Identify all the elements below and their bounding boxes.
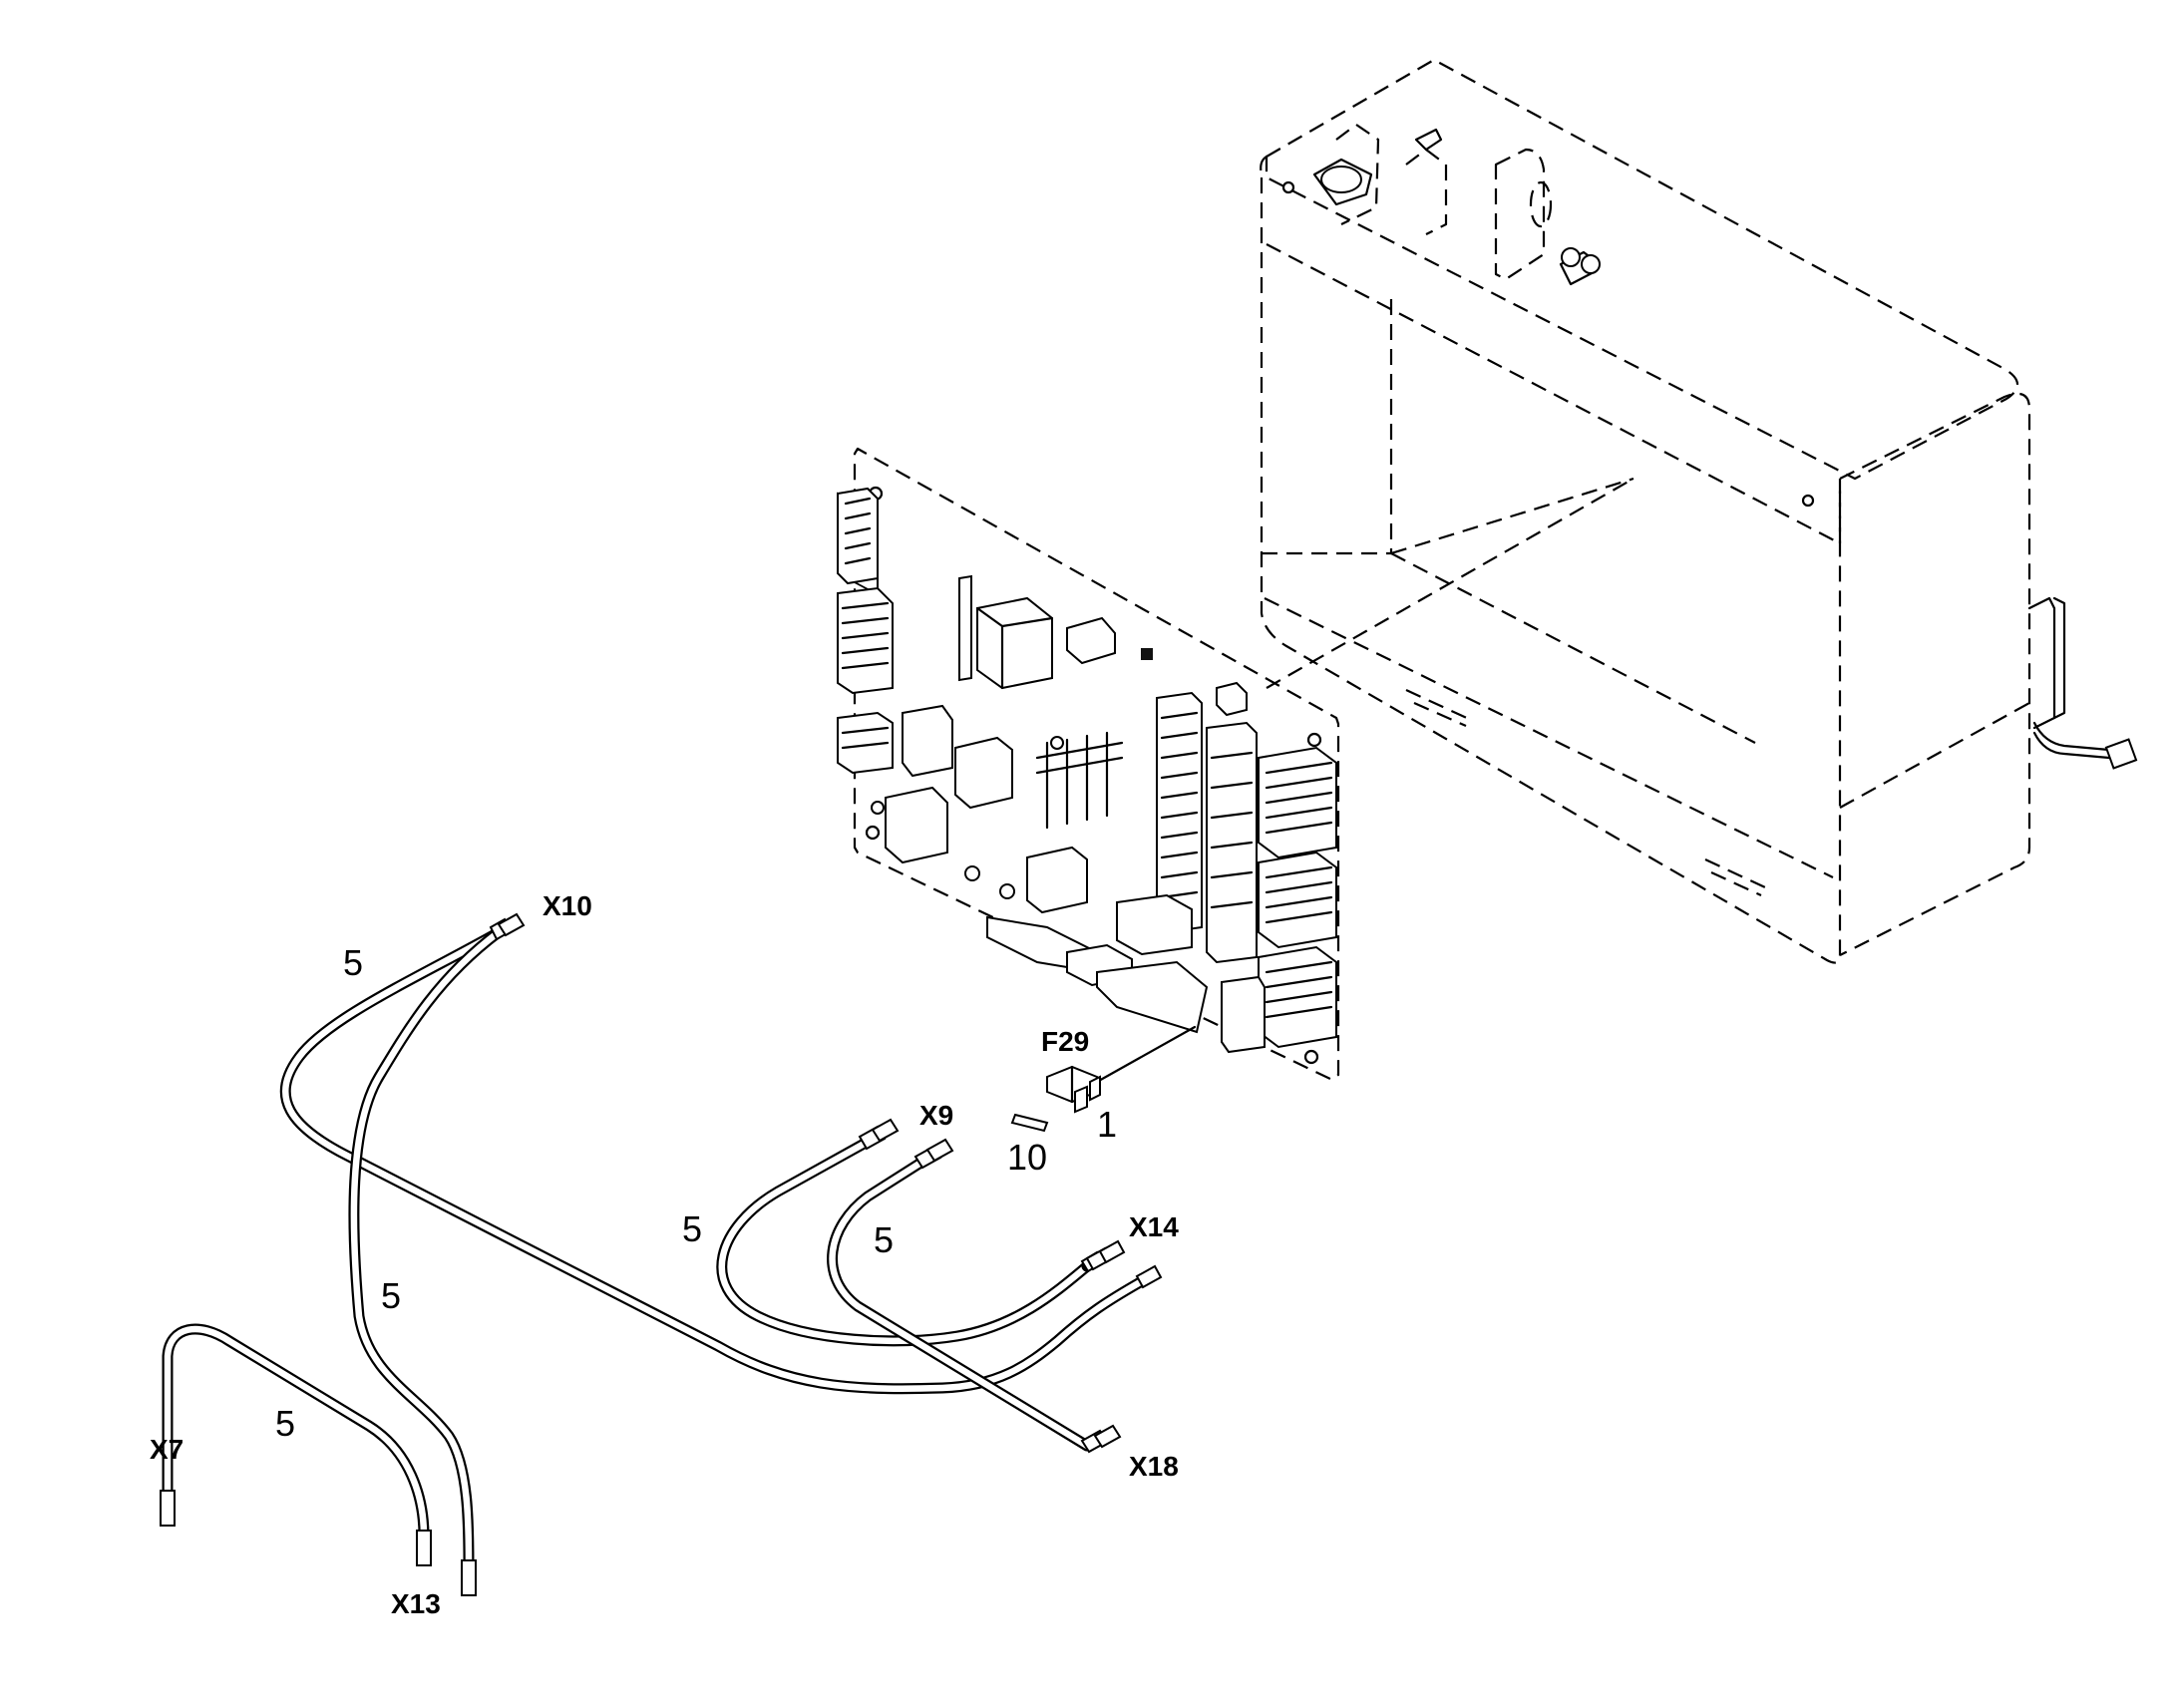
enclosure-box [1260,58,2138,964]
cable-x9 [716,1118,1163,1347]
item-number-cable-x7: 5 [275,1403,295,1444]
label-x7: X7 [150,1434,183,1465]
item-number-cable-x18: 5 [874,1219,894,1260]
label-x9: X9 [919,1100,953,1131]
item-number-cable-x9: 5 [682,1208,702,1249]
label-f29: F29 [1041,1026,1089,1057]
label-x14: X14 [1129,1211,1179,1242]
cable-x14-end [1085,1239,1126,1271]
cable-x7 [160,1323,432,1566]
label-x10: X10 [543,890,592,921]
labels: X10 X9 X14 X18 X7 X13 F29 1 10 5 5 5 5 5 [150,890,1179,1619]
item-number-cable-x10: 5 [343,942,363,983]
item-number-cable-x13: 5 [381,1275,401,1316]
fuse-f29 [1010,1025,1197,1133]
circuit-board [837,447,1340,1082]
cable-x18 [827,1138,1122,1454]
label-x13: X13 [391,1588,441,1619]
label-x18: X18 [1129,1451,1179,1482]
item-number-fuse: 1 [1097,1104,1117,1145]
item-number-label: 10 [1007,1137,1047,1178]
cable-x10 [279,912,1148,1596]
